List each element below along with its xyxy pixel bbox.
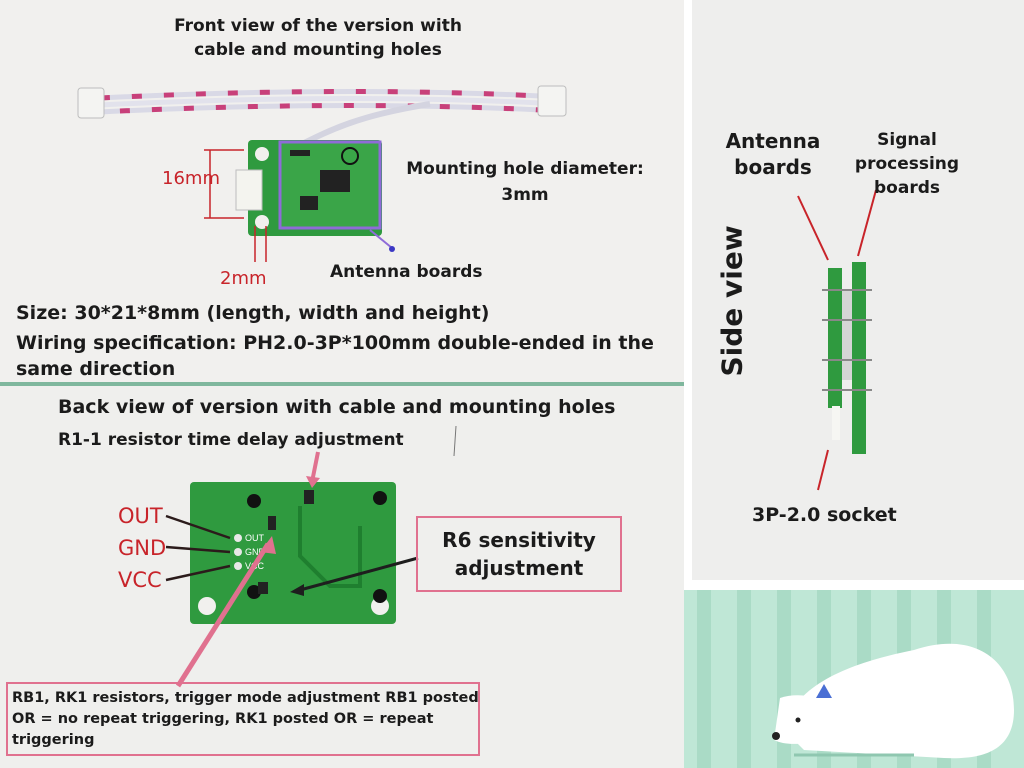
r1-1-annotation: R1-1 resistor time delay adjustment: [58, 430, 404, 450]
dimension-lines: [204, 149, 267, 262]
vertical-divider: [684, 0, 692, 590]
back-view-panel: OUT GND VCC Back view of version with ca…: [0, 386, 684, 768]
wiring-spec: Wiring specification: PH2.0-3P*100mm dou…: [16, 332, 654, 380]
polar-bear-illustration: [697, 590, 1014, 768]
side-view-panel: Antenna boards Signal processing boards …: [692, 0, 1024, 580]
antenna-boards-label: Antenna boards: [330, 262, 483, 282]
front-view-panel: Front view of the version with cable and…: [0, 0, 684, 386]
mounting-hole-diameter: Mounting hole diameter: 3mm: [406, 159, 644, 205]
front-view-photo: [77, 85, 567, 262]
pcb-pin-out: OUT: [245, 533, 265, 543]
size-spec: Size: 30*21*8mm (length, width and heigh…: [16, 302, 490, 324]
back-pcb: [190, 482, 396, 624]
rb-annotation: RB1, RK1 resistors, trigger mode adjustm…: [12, 690, 479, 748]
back-view-photo: OUT GND VCC: [165, 425, 457, 688]
polar-bear-illustration-panel: [684, 590, 1024, 768]
cable: [77, 85, 567, 148]
polar-bear: [772, 643, 1014, 759]
gnd-label: GND: [118, 536, 167, 560]
rb-annotation-box: RB1, RK1 resistors, trigger mode adjustm…: [6, 682, 480, 756]
front-pcb: [235, 140, 395, 252]
socket-label: 3P-2.0 socket: [752, 504, 897, 526]
dimension-2mm: 2mm: [220, 268, 267, 289]
out-label: OUT: [118, 504, 163, 528]
back-view-title: Back view of version with cable and moun…: [58, 396, 616, 418]
r6-annotation: R6 sensitivity adjustment: [442, 528, 596, 580]
dimension-16mm: 16mm: [162, 168, 220, 189]
front-view-title: Front view of the version with cable and…: [174, 16, 462, 60]
side-arrows: [797, 189, 877, 491]
side-pcb: [822, 262, 872, 454]
vcc-label: VCC: [118, 568, 162, 592]
r6-annotation-box: R6 sensitivity adjustment: [416, 516, 622, 592]
side-view-photo: [797, 189, 877, 491]
panel-divider: [0, 382, 684, 386]
annotation-arrows: [165, 425, 457, 688]
side-signal-label: Signal processing boards: [854, 130, 960, 198]
pcb-pin-gnd: GND: [245, 547, 266, 557]
side-antenna-label: Antenna boards: [725, 129, 821, 179]
side-view-title: Side view: [715, 225, 749, 377]
